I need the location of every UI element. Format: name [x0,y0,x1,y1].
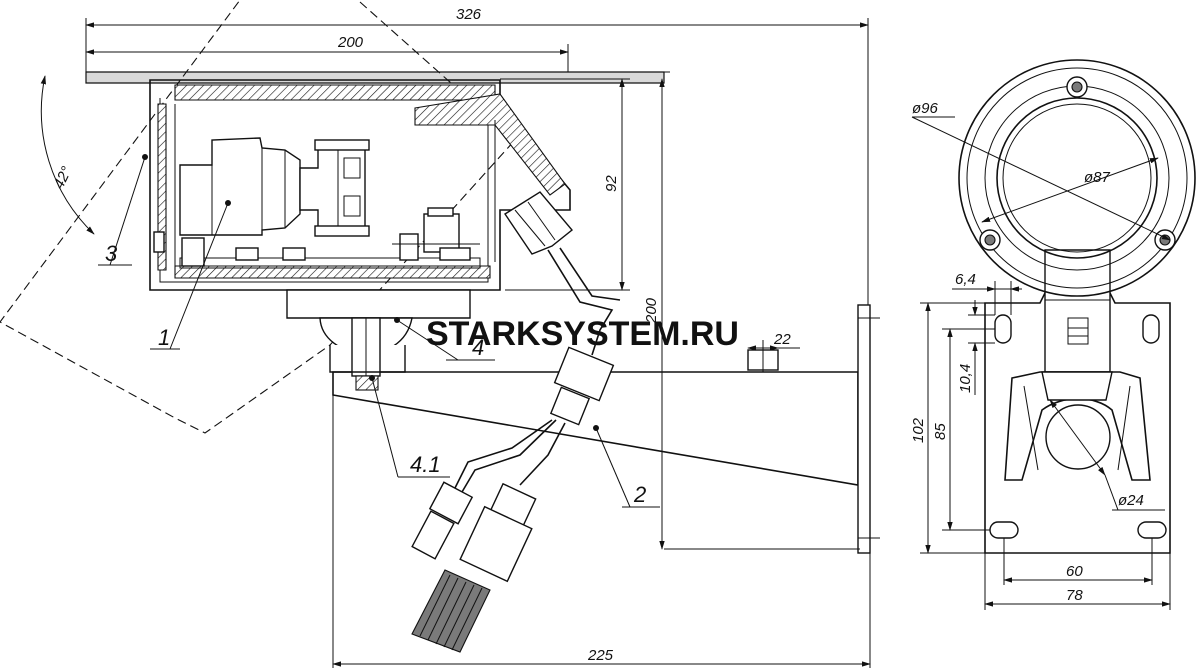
mounting-plate [179,257,481,269]
dim-angle-42: 42° [50,164,75,192]
dim-d87: ø87 [1084,169,1111,186]
dim-22: 22 [773,331,791,348]
front-view: ø96 ø87 6,4 10,4 102 85 ø24 60 [910,59,1196,610]
lens-block [299,143,366,233]
callout-2: 2 [633,482,646,507]
cable-gland-wall-hatch [414,93,566,196]
camera-body [179,137,301,236]
dim-92: 92 [603,175,620,192]
dim-6-4: 6,4 [955,271,976,288]
housing-front-lens [996,97,1158,259]
connector-grip [411,569,491,653]
callout-4: 4 [472,335,484,360]
front-window-hatch [157,103,167,271]
housing-top-hatch [174,84,496,101]
tilted-housing-outline [0,0,516,434]
dim-10-4: 10,4 [957,364,974,393]
cable-main [547,249,614,356]
mount-slots [989,314,1167,539]
dim-78: 78 [1066,587,1083,604]
dim-326: 326 [456,6,482,23]
cable-sleeve [553,346,615,402]
callout-3: 3 [105,241,118,266]
dim-d24: ø24 [1118,492,1144,509]
watermark: STARKSYSTEM.RU [426,315,739,353]
dim-225: 225 [587,647,614,664]
connector-small [428,481,474,525]
dim-200-height: 200 [643,297,660,324]
front-bracket-arm [1044,249,1111,373]
front-mount-plate [984,282,1171,554]
callout-4-1: 4.1 [410,452,441,477]
dim-60: 60 [1066,563,1083,580]
side-view: 1 3 4 4.1 2 326 200 92 20 [0,0,880,668]
dim-200: 200 [337,34,364,51]
callout-1: 1 [158,325,170,350]
dim-102: 102 [910,417,927,443]
sun-visor [85,71,665,84]
dim-d96: ø96 [912,100,939,117]
housing-front-outer [958,59,1196,297]
wall-plate [857,304,871,554]
center-hole [1045,404,1111,470]
housing-bottom-hatch [174,265,491,279]
cable-gland [504,191,573,255]
front-glass [153,231,165,253]
swivel-base [286,289,471,319]
dim-85: 85 [932,423,949,440]
